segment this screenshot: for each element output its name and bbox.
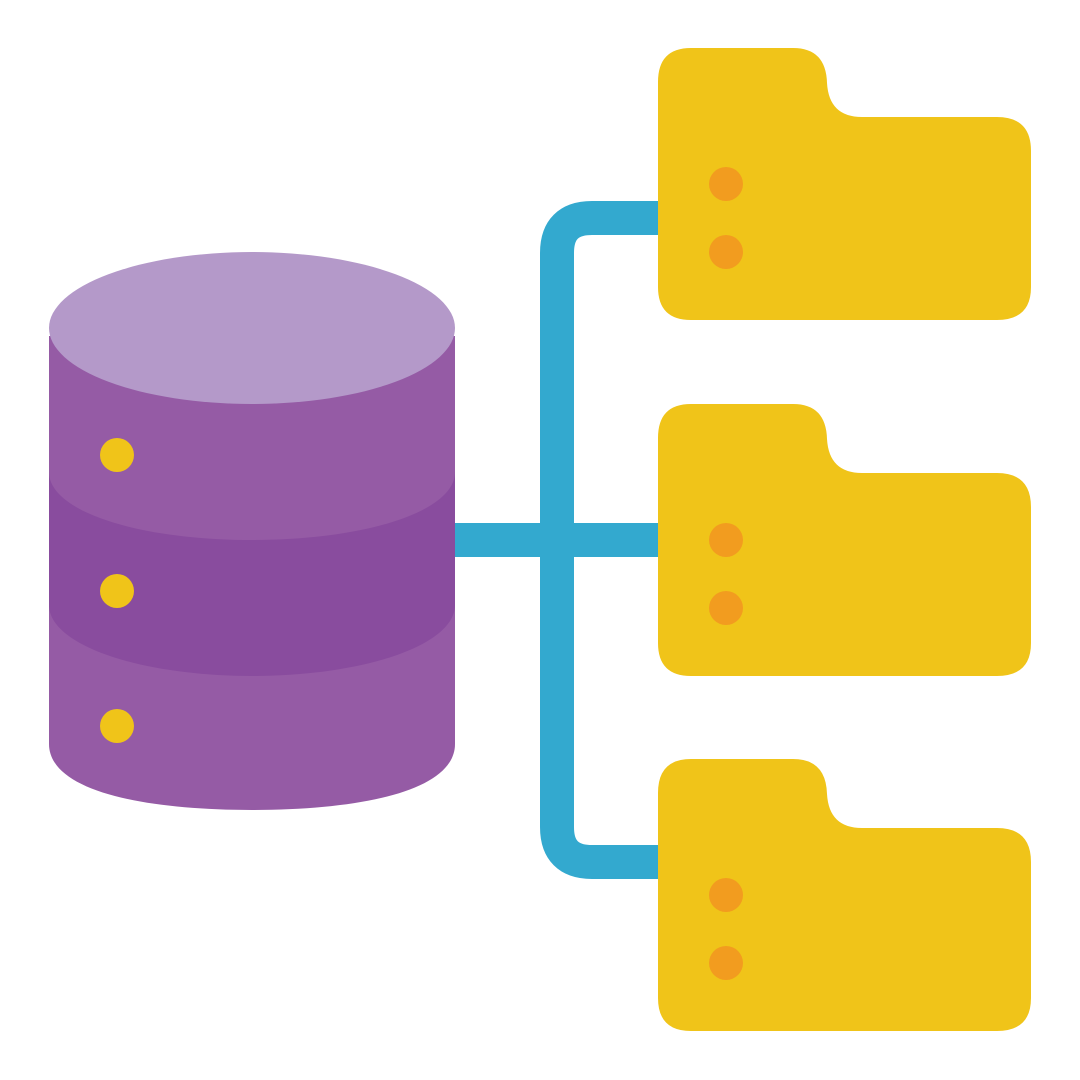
folder-shape [658, 404, 1031, 676]
database-icon [49, 252, 455, 810]
folder-dot-1 [709, 523, 743, 557]
folder-1-icon [658, 48, 1031, 320]
database-dot-lower [100, 709, 134, 743]
database-top [49, 252, 455, 404]
folder-dot-1 [709, 167, 743, 201]
folder-shape [658, 48, 1031, 320]
folder-2-icon [658, 404, 1031, 676]
folder-dot-2 [709, 235, 743, 269]
database-dot-middle [100, 574, 134, 608]
connector-lines [450, 201, 665, 879]
folder-3-icon [658, 759, 1031, 1031]
database-dot-upper [100, 438, 134, 472]
folder-dot-2 [709, 591, 743, 625]
folder-dot-1 [709, 878, 743, 912]
connector-bracket [540, 201, 665, 879]
folder-dot-2 [709, 946, 743, 980]
folder-shape [658, 759, 1031, 1031]
